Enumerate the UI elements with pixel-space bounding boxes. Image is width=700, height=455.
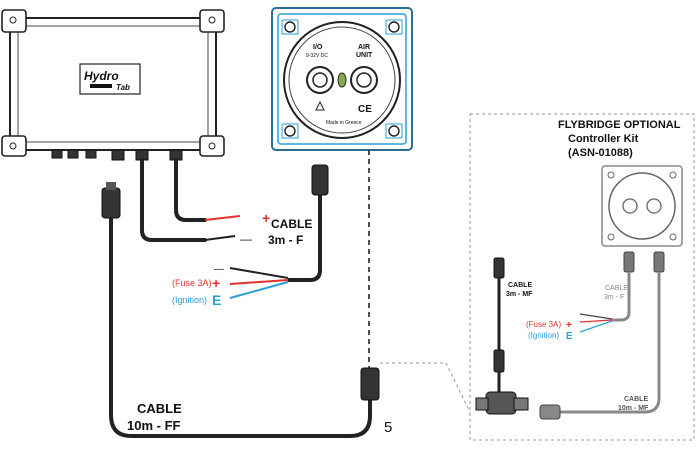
- flybridge-title-1: FLYBRIDGE OPTIONAL: [558, 119, 681, 131]
- box-cable-wire-ends: [204, 215, 241, 241]
- io-voltage: 9-32V DC: [306, 53, 328, 59]
- logo-top-text: Hydro: [84, 69, 119, 83]
- wire-minus: —: [214, 264, 224, 275]
- fb-cable-3mf-name: CABLE: [605, 285, 628, 292]
- made-in-label: Made in Greece: [326, 120, 362, 126]
- unit-label: UNIT: [356, 52, 373, 59]
- fb-cable-3mmf-length: 3m - MF: [506, 291, 533, 298]
- box-cables: [140, 158, 207, 242]
- cable-3m-f-name: CABLE: [271, 217, 312, 231]
- hydrotab-logo: Hydro Tab: [79, 63, 141, 95]
- io-label: I/O: [313, 44, 323, 51]
- cable-10m-ff-name: CABLE: [137, 401, 182, 416]
- cable-3m-f: [229, 164, 329, 299]
- fb-cable-3mf-length: 3m - F: [604, 294, 624, 301]
- air-label: AIR: [358, 44, 370, 51]
- logo-bottom-text: Tab: [116, 83, 130, 92]
- fb-plus: +: [566, 320, 572, 331]
- fb-ignition-label: (Ignition): [528, 331, 559, 340]
- wire-fuse-label: (Fuse 3A): [172, 278, 212, 288]
- zoom-connector: [380, 362, 471, 413]
- flybridge-title-2: Controller Kit: [568, 133, 639, 145]
- fb-cable-3mmf-name: CABLE: [508, 282, 532, 289]
- wire-ignition-label: (Ignition): [172, 295, 207, 305]
- ce-mark: CE: [358, 104, 372, 115]
- control-box: Hydro Tab: [1, 9, 225, 161]
- fb-e: E: [566, 331, 573, 342]
- wire-e: E: [212, 292, 221, 308]
- fb-cable-10mmf-length: 10m - MF: [618, 405, 649, 412]
- cable-3m-f-length: 3m - F: [268, 233, 303, 247]
- flybridge-kit: FLYBRIDGE OPTIONAL Controller Kit (ASN-0…: [469, 113, 695, 441]
- step-number: 5: [384, 419, 392, 436]
- fb-cable-10mmf-name: CABLE: [624, 396, 648, 403]
- fb-fuse-label: (Fuse 3A): [526, 320, 561, 329]
- control-panel: I/O 9-32V DC AIR UNIT CE Made in Greece: [271, 7, 413, 151]
- cable-10m-ff: [101, 182, 380, 438]
- cable-10m-ff-length: 10m - FF: [127, 418, 181, 433]
- box-minus-sign: —: [240, 232, 252, 246]
- box-plus-sign: +: [262, 210, 270, 226]
- t-connector: [475, 372, 561, 420]
- box-connectors: [51, 149, 183, 161]
- flybridge-title-3: (ASN-01088): [568, 147, 633, 159]
- wire-plus: +: [212, 275, 220, 291]
